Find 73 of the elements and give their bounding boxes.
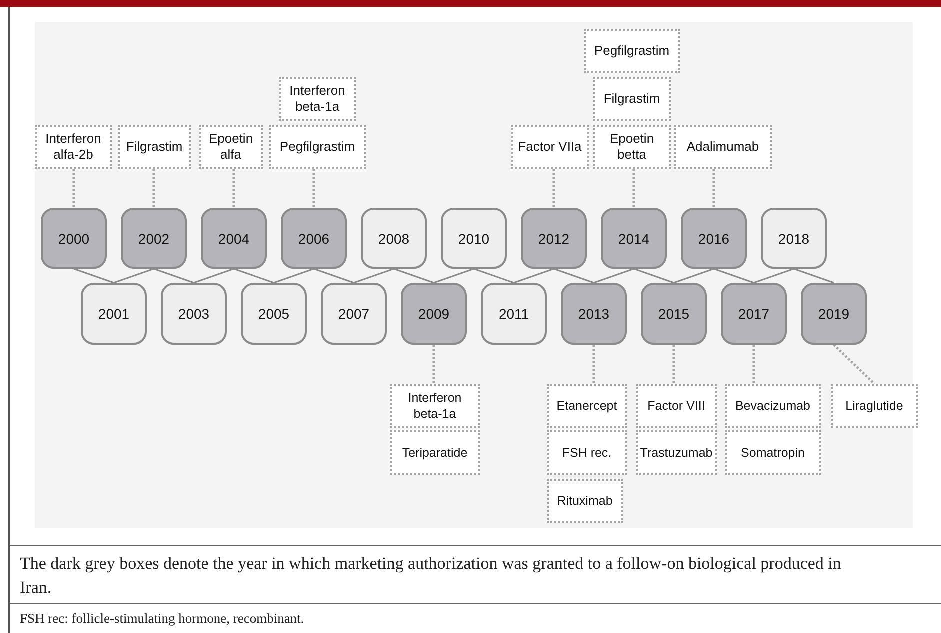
connector-line <box>794 268 834 284</box>
footnote: FSH rec: follicle-stimulating hormone, recombinant. <box>20 611 304 627</box>
year-box: 2019 <box>801 283 867 345</box>
dashed-connector <box>712 169 716 208</box>
year-box: 2009 <box>401 283 467 345</box>
year-box: 2001 <box>81 283 147 345</box>
dashed-connector <box>592 345 596 384</box>
connector-line <box>474 268 514 284</box>
drug-box: Filgrastim <box>118 125 191 169</box>
drug-box: Liraglutide <box>831 384 918 428</box>
dashed-connector <box>152 169 156 208</box>
dashed-connector <box>552 169 556 208</box>
year-box: 2017 <box>721 283 787 345</box>
connector-line <box>114 268 154 284</box>
year-box: 2018 <box>761 208 827 269</box>
caption: The dark grey boxes denote the year in which marketing authorization was granted to a follow-on biological produced in Iran. <box>20 553 842 599</box>
drug-box: Pegfilgrastim <box>584 29 680 73</box>
dashed-connector <box>232 169 236 208</box>
drug-box: Interferon beta-1a <box>390 384 480 428</box>
year-box: 2015 <box>641 283 707 345</box>
connector-line <box>74 268 114 284</box>
dashed-connector <box>432 345 436 384</box>
year-box: 2004 <box>201 208 267 269</box>
year-box: 2016 <box>681 208 747 269</box>
dashed-connector <box>833 344 876 385</box>
dashed-connector <box>672 345 676 384</box>
connector-line <box>594 268 634 284</box>
connector-line <box>194 268 234 284</box>
year-box: 2002 <box>121 208 187 269</box>
dashed-connector <box>72 169 76 208</box>
connector-line <box>234 268 274 284</box>
connector-line <box>314 268 354 284</box>
drug-box: Bevacizumab <box>725 384 821 428</box>
drug-box: Somatropin <box>725 430 821 475</box>
dashed-connector <box>312 169 316 208</box>
drug-box: FSH rec. <box>547 430 627 475</box>
drug-box: Factor VIII <box>636 384 717 428</box>
dashed-connector <box>752 345 756 384</box>
drug-box: Epoetin alfa <box>199 125 263 169</box>
connector-line <box>354 268 394 284</box>
drug-box: Pegfilgrastim <box>269 125 366 169</box>
year-box: 2011 <box>481 283 547 345</box>
drug-box: Interferon alfa-2b <box>35 125 112 169</box>
connector-line <box>714 268 754 284</box>
dashed-connector <box>632 169 636 208</box>
drug-box: Teriparatide <box>390 430 480 475</box>
connector-line <box>514 268 554 284</box>
connector-line <box>634 268 674 284</box>
connector-line <box>674 268 714 284</box>
drug-box: Epoetin betta <box>593 125 671 169</box>
connector-line <box>554 268 594 284</box>
year-box: 2012 <box>521 208 587 269</box>
connector-line <box>274 268 314 284</box>
connector-line <box>754 268 794 284</box>
year-box: 2013 <box>561 283 627 345</box>
drug-box: Rituximab <box>547 479 623 523</box>
drug-box: Interferon beta-1a <box>279 77 356 121</box>
drug-box: Adalimumab <box>674 125 772 169</box>
year-box: 2003 <box>161 283 227 345</box>
drug-box: Factor VIIa <box>511 125 589 169</box>
drug-box: Etanercept <box>547 384 627 428</box>
drug-box: Filgrastim <box>593 77 671 121</box>
connector-line <box>394 268 434 284</box>
year-box: 2005 <box>241 283 307 345</box>
year-box: 2007 <box>321 283 387 345</box>
year-box: 2010 <box>441 208 507 269</box>
year-box: 2006 <box>281 208 347 269</box>
year-box: 2008 <box>361 208 427 269</box>
year-box: 2014 <box>601 208 667 269</box>
connector-line <box>154 268 194 284</box>
connector-line <box>434 268 474 284</box>
drug-box: Trastuzumab <box>636 430 717 475</box>
year-box: 2000 <box>41 208 107 269</box>
